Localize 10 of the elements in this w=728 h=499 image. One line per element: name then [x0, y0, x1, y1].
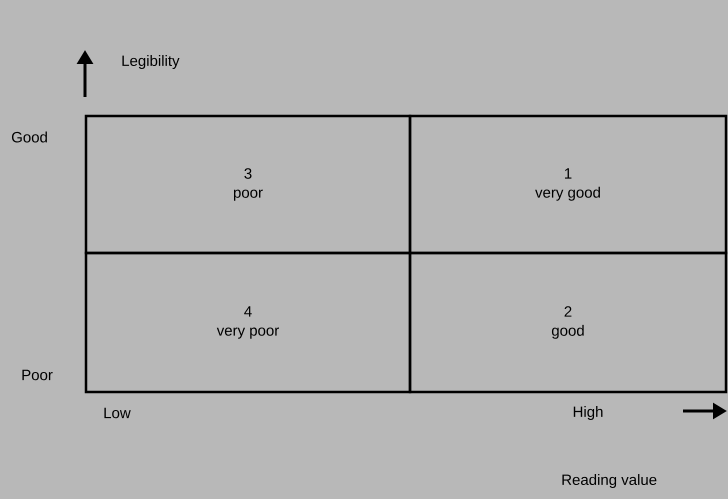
grid-cell: 1 very good	[408, 114, 728, 254]
axis-label: Good	[12, 132, 47, 142]
axis-label: Low	[104, 408, 131, 418]
grid-cell: 3 poor	[84, 114, 412, 254]
axis-label: Legibility	[122, 55, 180, 69]
grid-cell: 2 good	[408, 252, 728, 394]
axis-label: Reading value	[562, 474, 656, 488]
axis-label: High	[574, 406, 602, 420]
axis-label: Poor	[22, 370, 53, 380]
grid-cell: 4 very poor	[84, 252, 412, 394]
